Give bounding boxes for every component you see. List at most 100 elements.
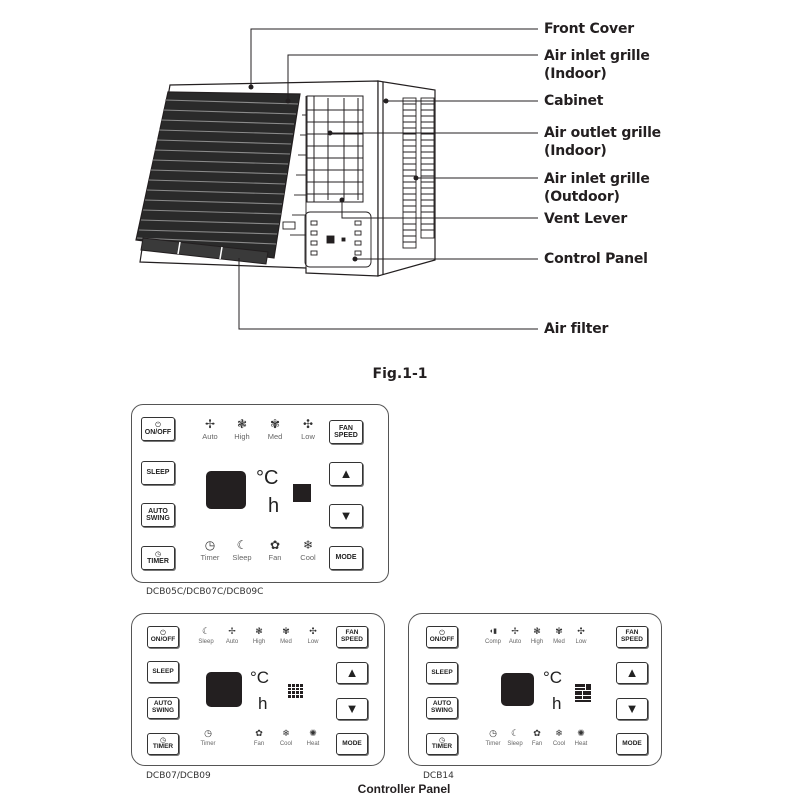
fan-high-icon: ❃	[533, 626, 541, 636]
fan-high-icon: ❃	[236, 417, 248, 431]
indicator-label: Med	[553, 639, 565, 645]
indicator-label: Fan	[531, 741, 543, 747]
indicator-label: Timer	[200, 553, 220, 562]
sleep-button[interactable]: SLEEP	[141, 461, 175, 485]
on-off-label: ON/OFF	[144, 429, 172, 436]
on-off-button[interactable]: ⏻ ON/OFF	[147, 626, 179, 648]
controller-panel-caption: Controller Panel	[357, 782, 451, 796]
moon-icon: ☾	[510, 728, 520, 738]
hours-indicator: h	[552, 694, 562, 713]
mode-button[interactable]: MODE	[329, 546, 363, 570]
down-button[interactable]: ▼	[616, 698, 648, 720]
callout-cabinet: Cabinet	[544, 93, 604, 109]
indicator-timer: ◷Timer	[196, 538, 224, 563]
mode-button[interactable]: MODE	[336, 733, 368, 755]
indicator-auto: ✢ Auto	[218, 626, 246, 647]
on-off-button[interactable]: ⏻ ON/OFF	[141, 417, 175, 441]
indicator-label: Fan	[253, 741, 265, 747]
fan-med-icon: ✾	[269, 417, 281, 431]
sleep-label: SLEEP	[146, 469, 170, 477]
moon-icon: ☾	[201, 626, 211, 636]
indicator-med: ✾ Med	[545, 626, 573, 647]
indicator-fan: ✿Fan	[245, 728, 273, 749]
indicator-label: Timer	[200, 741, 216, 747]
indicator-cool: ❄Cool	[272, 728, 300, 749]
power-icon: ⏻	[155, 421, 161, 429]
up-button[interactable]: ▲	[329, 462, 363, 486]
clock-icon: ◷	[204, 728, 212, 738]
moon-icon: ☾	[236, 538, 248, 552]
indicator-fan: ✿Fan	[261, 538, 289, 563]
leader-front-cover	[250, 28, 538, 87]
controller-panel-b: ⏻ ON/OFF SLEEP AUTO SWING ◷ TIMER FAN SP…	[131, 613, 385, 766]
up-button[interactable]: ▲	[336, 662, 368, 684]
auto-swing-button[interactable]: AUTO SWING	[147, 697, 179, 719]
compressor-icon: ◖▮	[488, 628, 498, 635]
indicator-label: Med	[267, 432, 283, 441]
callout-vent-lever: Vent Lever	[544, 211, 628, 227]
snowflake-icon: ❄	[302, 538, 314, 552]
mode-button[interactable]: MODE	[616, 733, 648, 755]
triangle-up-icon: ▲	[625, 665, 639, 681]
auto-swing-label: AUTO SWING	[430, 700, 454, 714]
fan-speed-button[interactable]: FAN SPEED	[329, 420, 363, 444]
clock-icon: ◷	[154, 550, 162, 558]
indicator-label: Fan	[268, 553, 282, 562]
ac-unit-illustration	[135, 28, 538, 330]
fan-speed-label: FAN SPEED	[620, 629, 644, 643]
fan-low-icon: ✣	[302, 417, 314, 431]
fan-icon: ✿	[269, 538, 281, 552]
lcd-display	[206, 672, 242, 707]
indicator-fan: ✿ Fan	[523, 728, 551, 749]
lcd-display	[206, 471, 246, 509]
indicator-label: Med	[280, 639, 292, 645]
sleep-label: SLEEP	[431, 668, 453, 676]
indicator-comp: ◖▮Comp	[479, 626, 507, 647]
power-icon: ⏻	[160, 629, 166, 637]
leader-vent-lever	[341, 200, 538, 219]
timer-button[interactable]: ◷ TIMER	[147, 733, 179, 755]
fan-speed-label: FAN SPEED	[340, 629, 364, 643]
auto-swing-label: AUTO SWING	[146, 507, 170, 522]
auto-swing-button[interactable]: AUTO SWING	[426, 697, 458, 719]
clock-icon: ◷	[489, 728, 497, 738]
air-outlet-grille	[306, 95, 364, 203]
timer-button[interactable]: ◷ TIMER	[426, 733, 458, 755]
indicator-auto: ✢Auto	[501, 626, 529, 647]
callout-air-inlet-indoor: Air inlet grille (Indoor)	[544, 48, 650, 82]
fan-speed-button[interactable]: FAN SPEED	[336, 626, 368, 648]
fan-med-icon: ✾	[555, 626, 563, 636]
on-off-label: ON/OFF	[429, 636, 455, 644]
timer-label: TIMER	[147, 558, 169, 565]
segment-block-icon	[575, 684, 591, 702]
front-cover-louvres	[136, 99, 299, 245]
down-button[interactable]: ▼	[336, 698, 368, 720]
auto-swing-label: AUTO SWING	[151, 700, 175, 714]
indicator-label: Auto	[225, 639, 239, 645]
triangle-down-icon: ▼	[339, 508, 353, 524]
fan-speed-button[interactable]: FAN SPEED	[616, 626, 648, 648]
unit-control-panel	[304, 211, 372, 268]
snowflake-icon: ❄	[282, 728, 290, 738]
sleep-button[interactable]: SLEEP	[147, 661, 179, 683]
indicator-med: ✾ Med	[272, 626, 300, 647]
indicator-label: Low	[307, 639, 319, 645]
indicator-label: High	[530, 639, 544, 645]
indicator-label: Heat	[306, 741, 320, 747]
timer-button[interactable]: ◷ TIMER	[141, 546, 175, 570]
up-button[interactable]: ▲	[616, 662, 648, 684]
indicator-label: High	[234, 432, 250, 441]
fan-auto-icon: ✢	[228, 626, 236, 636]
leader-air-filter	[238, 258, 538, 330]
down-button[interactable]: ▼	[329, 504, 363, 528]
indicator-low: ✣Low	[299, 626, 327, 647]
on-off-button[interactable]: ⏻ ON/OFF	[426, 626, 458, 648]
indicator-high: ❃High	[228, 417, 256, 442]
celsius-indicator: °C	[543, 668, 563, 687]
fan-icon: ✿	[533, 728, 541, 738]
fan-med-icon: ✾	[282, 626, 290, 636]
indicator-heat: ✺Heat	[567, 728, 595, 749]
sun-icon: ✺	[309, 728, 317, 738]
sleep-button[interactable]: SLEEP	[426, 662, 458, 684]
auto-swing-button[interactable]: AUTO SWING	[141, 503, 175, 527]
